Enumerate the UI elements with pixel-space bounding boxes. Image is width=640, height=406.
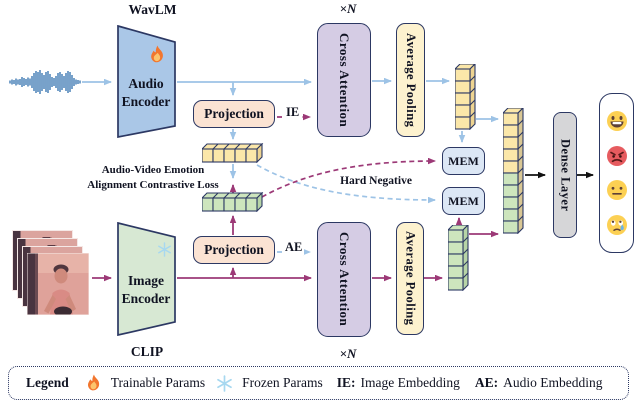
audio-encoder-label: Audio Encoder [121,76,171,109]
legend-ae-label: Audio Embedding [503,375,603,390]
flame-icon [87,374,99,391]
video-mem-box: MEM [442,187,485,215]
audio-average-pooling-box: Average Pooling [396,23,425,137]
image-encoder-label: Image Encoder [121,273,171,306]
legend-title: Legend [26,375,69,390]
audio-projection-box: Projection [193,100,275,128]
repeat-n-bottom-label: ×N [339,346,357,361]
video-pooled-tokens-column [448,225,469,291]
contrastive-loss-label: Audio-Video Emotion Alignment Contrastiv… [87,164,219,192]
snowflake-icon [217,374,232,392]
flame-icon [151,45,163,63]
video-embedding-tokens-row [202,192,264,212]
crying-face-icon [606,215,627,236]
legend-ie-label: Image Embedding [360,375,460,390]
fused-tokens-column [503,108,524,234]
video-average-pooling-box: Average Pooling [396,222,424,335]
image-encoder-block: Image Encoder [117,222,177,336]
clip-label: CLIP [130,344,164,359]
legend-ae-abbr: AE: [474,375,499,390]
repeat-n-top-label: ×N [339,1,357,16]
audio-embedding-tokens-row [202,143,264,163]
legend-ie-abbr: IE: [336,375,356,390]
legend-frozen-label: Frozen Params [242,375,323,390]
video-frame-person [27,253,89,315]
angry-face-icon [606,145,627,166]
video-frames-stack [10,228,92,316]
audio-encoder-block: Audio Encoder [117,25,177,138]
legend-bar: Legend Trainable Params Frozen Params IE… [8,366,629,400]
video-cross-attention-box: Cross Attention [317,222,371,337]
hard-negative-label: Hard Negative [340,175,412,187]
neutral-face-icon [606,180,627,201]
legend-trainable-label: Trainable Params [110,375,206,390]
audio-mem-box: MEM [442,147,485,175]
audio-pooled-tokens-column [455,64,476,130]
emotion-output-panel [599,93,634,253]
audio-embedding-tag: AE [283,240,305,255]
image-embedding-tag: IE [284,105,302,120]
audio-cross-attention-box: Cross Attention [317,23,371,137]
dense-layer-box: Dense Layer [553,112,577,238]
snowflake-icon [158,242,171,257]
grinning-face-icon [606,110,627,131]
wavlm-label: WavLM [128,2,177,17]
audio-waveform-icon [9,70,81,94]
video-projection-box: Projection [193,236,275,264]
